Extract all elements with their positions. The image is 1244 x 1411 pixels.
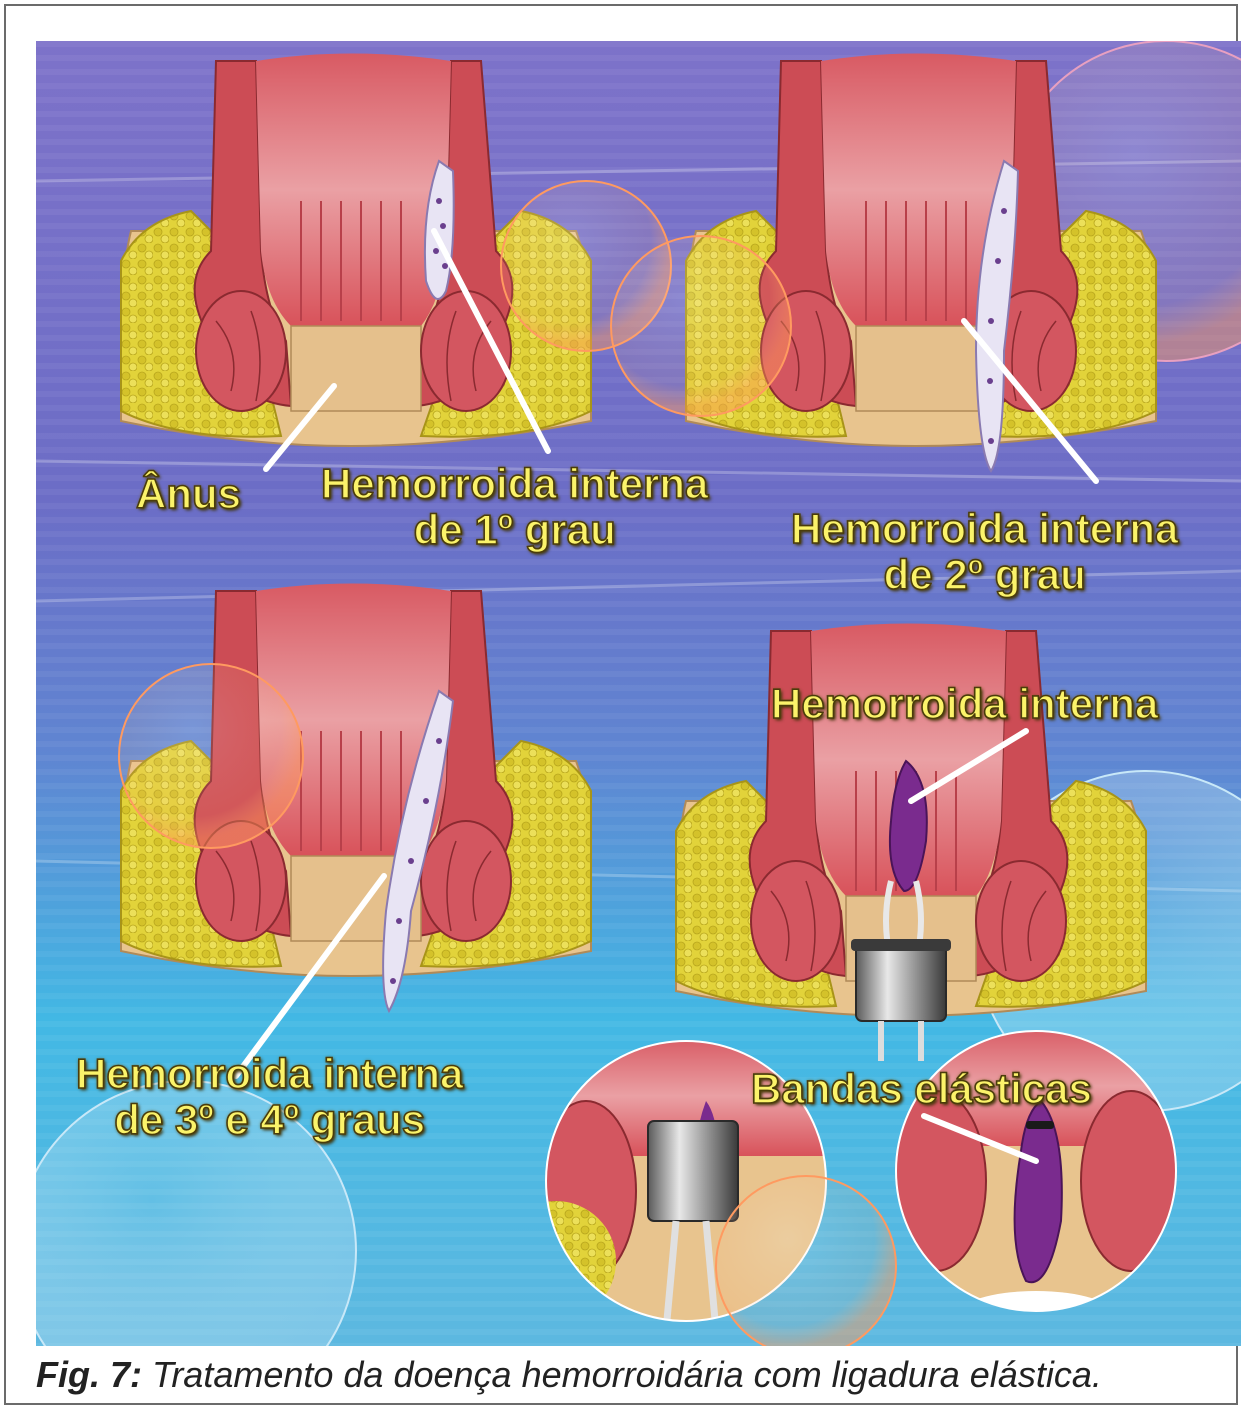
- label-grade34-line2: de 3º e 4º graus: [76, 1097, 463, 1143]
- label-grade34: Hemorroida interna de 3º e 4º graus: [76, 1051, 463, 1143]
- caption-number: Fig. 7:: [36, 1354, 142, 1395]
- label-grade2-line1: Hemorroida interna: [791, 506, 1178, 552]
- bubble-decoration: [716, 1176, 896, 1346]
- label-grade34-line1: Hemorroida interna: [76, 1051, 463, 1097]
- elastic-band: [1026, 1121, 1054, 1129]
- label-anus: Ânus: [136, 471, 241, 517]
- bubble-decoration: [611, 236, 791, 416]
- illustration: Ânus Hemorroida interna de 1º grau Hemor…: [36, 41, 1241, 1346]
- figure-caption: Fig. 7: Tratamento da doença hemorroidár…: [36, 1353, 1226, 1397]
- figure-frame: Ânus Hemorroida interna de 1º grau Hemor…: [4, 4, 1238, 1405]
- ligator-drum: [856, 941, 946, 1021]
- label-grade2: Hemorroida interna de 2º grau: [791, 506, 1178, 598]
- label-bands: Bandas elásticas: [751, 1066, 1092, 1112]
- label-grade1-line2: de 1º grau: [321, 507, 708, 553]
- caption-text: Tratamento da doença hemorroidária com l…: [142, 1354, 1102, 1395]
- ligator-drum: [648, 1121, 738, 1221]
- label-internal: Hemorroida interna: [771, 681, 1158, 727]
- label-grade1: Hemorroida interna de 1º grau: [321, 461, 708, 553]
- label-grade1-line1: Hemorroida interna: [321, 461, 708, 507]
- label-grade2-line2: de 2º grau: [791, 552, 1178, 598]
- bubble-decoration: [119, 664, 303, 848]
